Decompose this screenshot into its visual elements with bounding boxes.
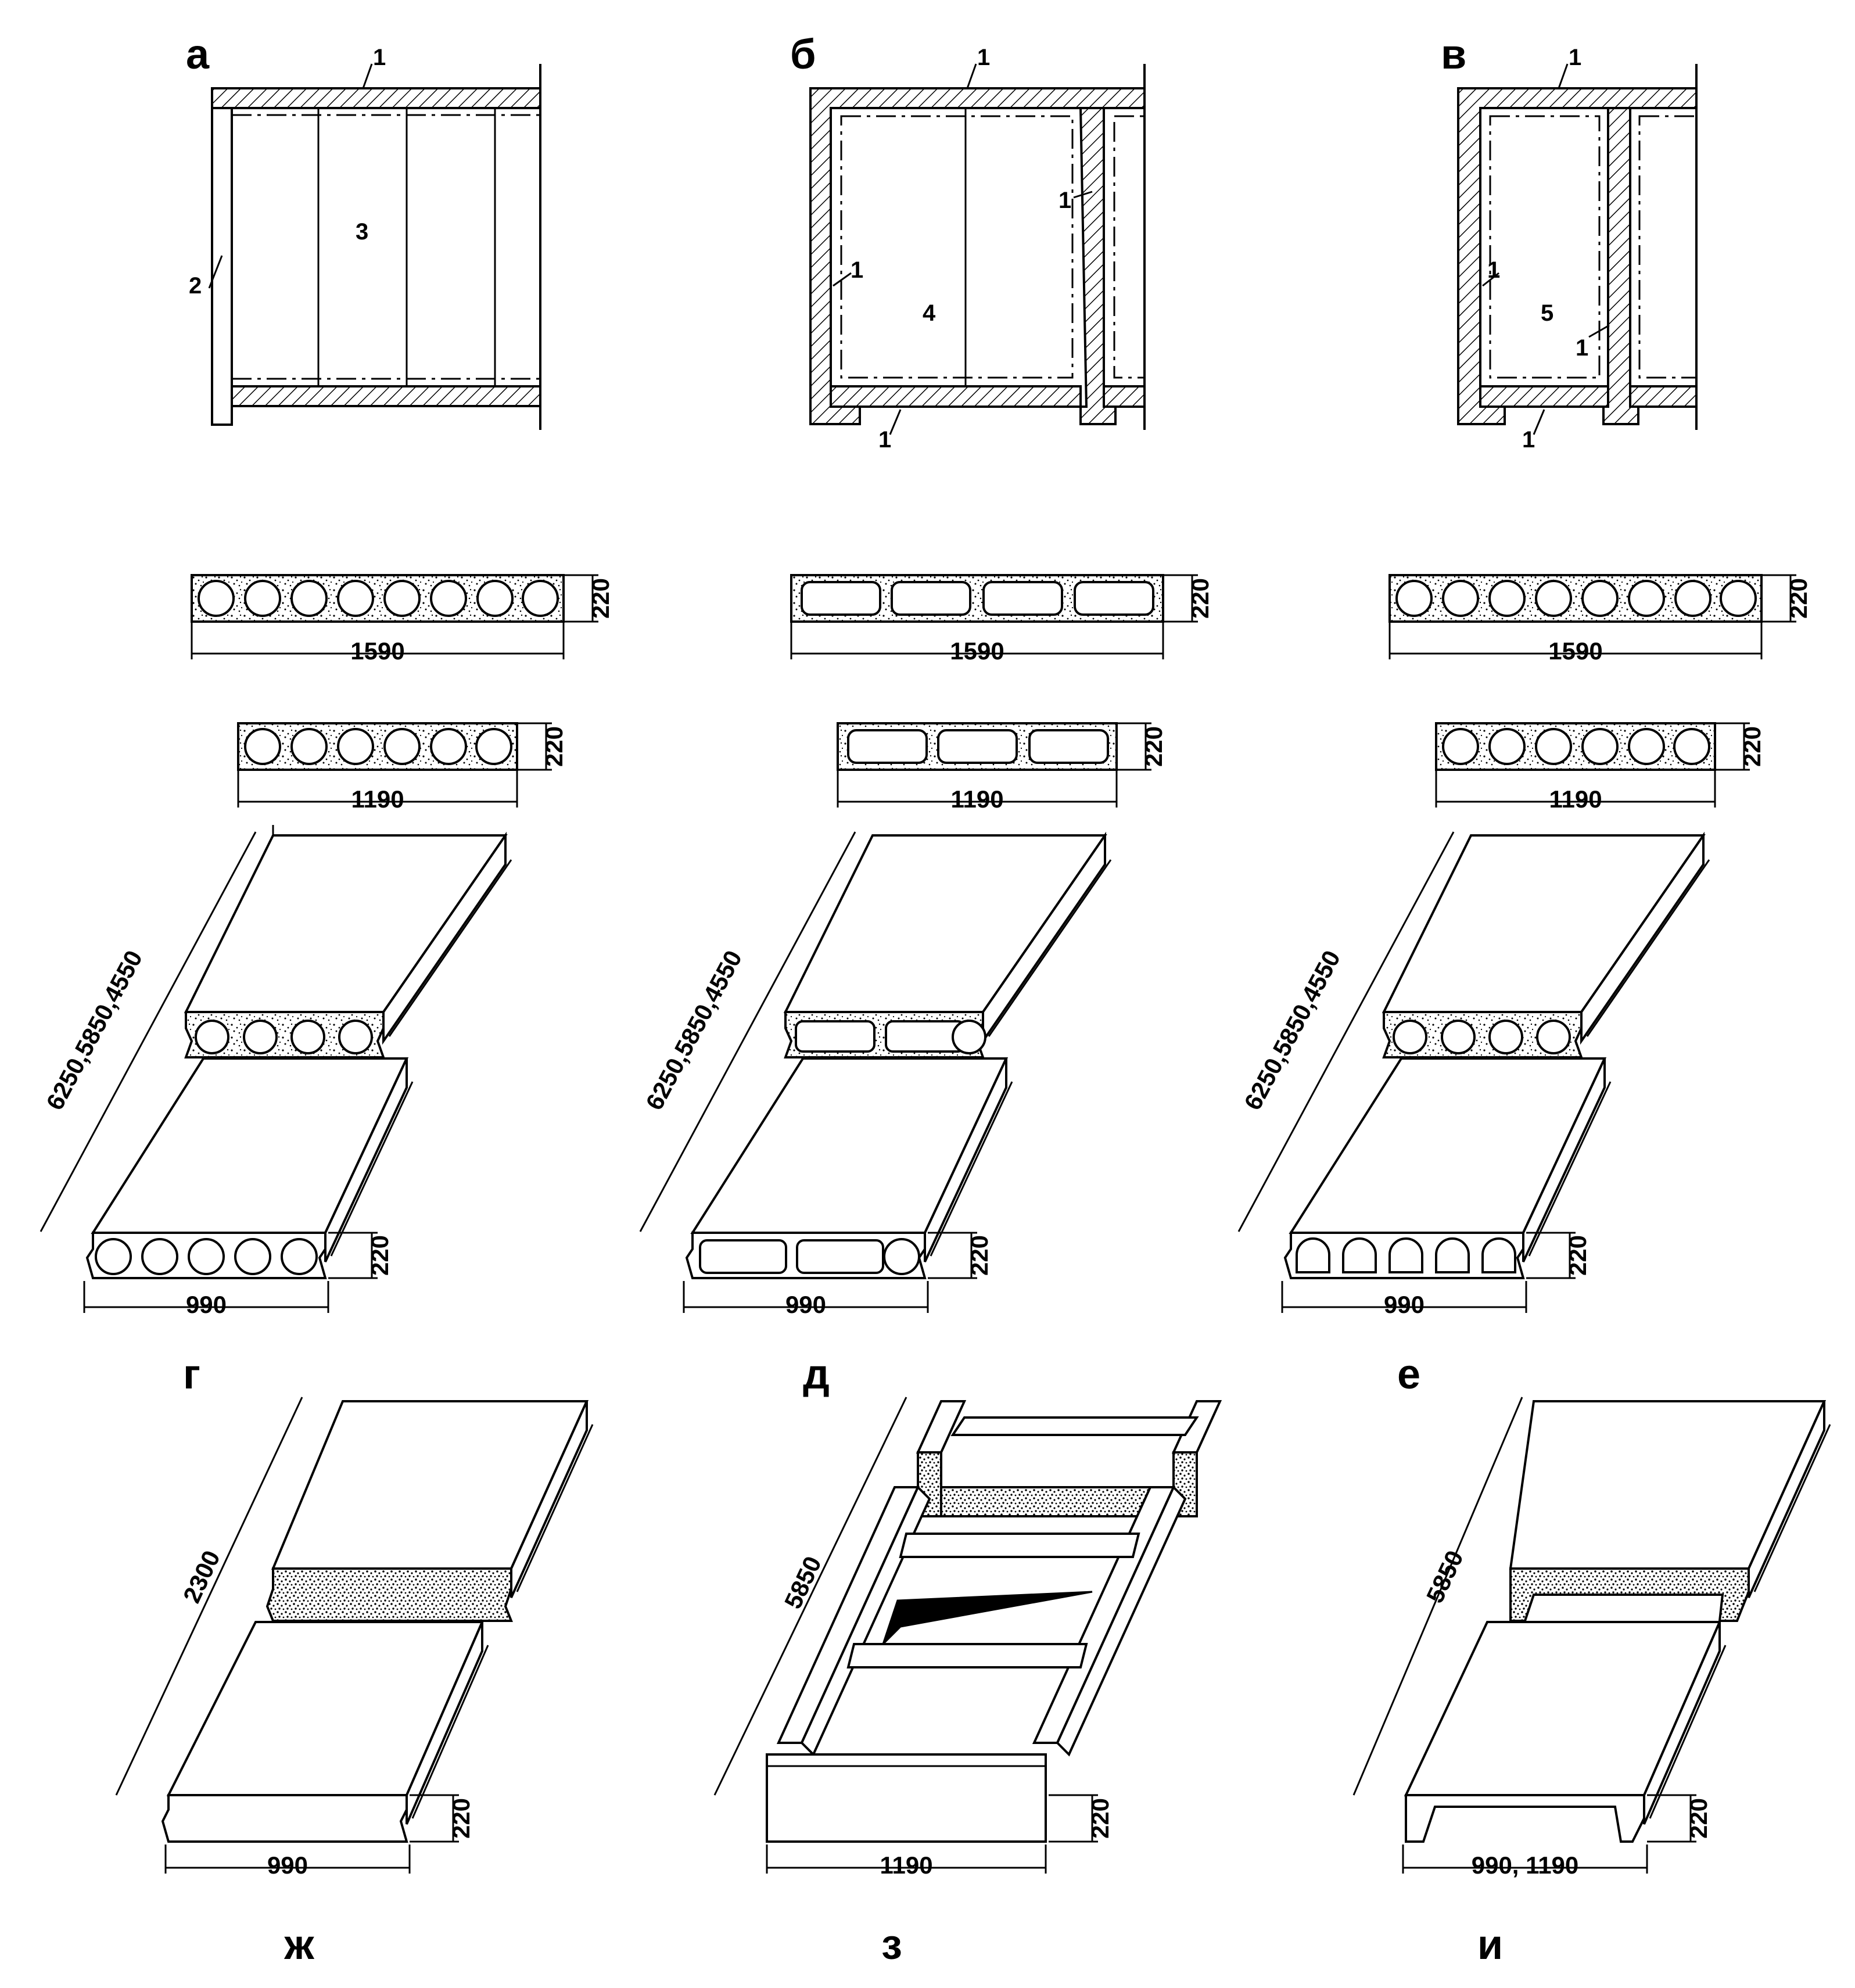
dimension-height: 220 bbox=[1564, 1235, 1591, 1276]
label-wall-left: 1 bbox=[1487, 257, 1500, 283]
dimension-width: 990 bbox=[785, 1291, 826, 1318]
label-wall-bottom: 1 bbox=[1522, 427, 1535, 453]
dimension-height: 220 bbox=[1086, 1798, 1114, 1839]
wall-top bbox=[211, 87, 541, 109]
dimension-width: 1190 bbox=[1549, 785, 1602, 813]
isometric-ribbed-slab-z: 5850 1190 220 з bbox=[713, 1397, 1222, 1968]
dimension-height: 220 bbox=[1186, 578, 1214, 619]
dimension-length: 5850 bbox=[779, 1552, 827, 1613]
section-b-wide: 1590 220 bbox=[790, 574, 1214, 665]
section-c-wide: 1590 220 bbox=[1388, 574, 1812, 665]
dimension-length: 6250,5850,4550 bbox=[1239, 946, 1345, 1114]
label-slab: 3 bbox=[356, 219, 368, 245]
dimension-width: 990 bbox=[1384, 1291, 1425, 1318]
dimension-height: 220 bbox=[1140, 726, 1167, 767]
dimension-width: 1590 bbox=[1548, 637, 1602, 665]
plan-letter: б bbox=[790, 31, 816, 78]
dimension-length: 5850 bbox=[1421, 1546, 1469, 1607]
dimension-width: 1190 bbox=[880, 1851, 932, 1879]
section-a-wide: 1590 220 bbox=[191, 574, 614, 665]
label-slab: 5 bbox=[1541, 300, 1553, 326]
figure-letter: ж bbox=[284, 1922, 314, 1968]
label-wall-top: 1 bbox=[373, 45, 386, 70]
figure-letter: е bbox=[1397, 1351, 1420, 1398]
figure-letter: д bbox=[803, 1351, 830, 1398]
plan-b: б 1 1 1 4 1 bbox=[790, 31, 1146, 453]
label-slab: 4 bbox=[923, 300, 936, 326]
label-wall-bottom: 1 bbox=[878, 427, 891, 453]
dimension-length: 6250,5850,4550 bbox=[640, 946, 747, 1114]
dimension-width: 990 bbox=[267, 1851, 308, 1879]
label-wall-left: 1 bbox=[851, 257, 863, 283]
isometric-channel-slab-i: 5850 990, 1190 220 и bbox=[1352, 1397, 1831, 1968]
dimension-width: 1190 bbox=[950, 785, 1003, 813]
plan-a: а 1 2 3 bbox=[186, 31, 541, 430]
figure-letter: и bbox=[1477, 1922, 1503, 1968]
dimension-width: 990, 1190 bbox=[1472, 1851, 1579, 1879]
dimension-height: 220 bbox=[587, 578, 614, 619]
dimension-height: 220 bbox=[1785, 578, 1812, 619]
figure-letter: г bbox=[183, 1351, 200, 1398]
plan-letter: в bbox=[1441, 31, 1466, 78]
label-wall-top: 1 bbox=[1569, 45, 1581, 70]
dimension-width: 1590 bbox=[350, 637, 404, 665]
section-c-narrow: 1190 220 bbox=[1435, 722, 1766, 813]
section-b-narrow: 1190 220 bbox=[837, 722, 1167, 813]
label-wall-right: 1 bbox=[1576, 335, 1588, 361]
isometric-slab-zh: 2300 990 220 ж bbox=[115, 1397, 594, 1968]
wall-left bbox=[211, 107, 233, 426]
label-wall-left: 2 bbox=[189, 273, 202, 299]
dimension-height: 220 bbox=[1738, 726, 1766, 767]
section-a-narrow: 1190 220 bbox=[237, 722, 568, 813]
dimension-height: 220 bbox=[540, 726, 568, 767]
wall-bottom bbox=[211, 385, 541, 407]
isometric-slab-g: 6250,5850,4550 990 220 г bbox=[40, 825, 512, 1398]
plan-c: в 1 1 5 1 1 bbox=[1441, 31, 1698, 453]
dimension-width: 990 bbox=[186, 1291, 227, 1318]
dimension-width: 1190 bbox=[351, 785, 404, 813]
isometric-slab-e: 6250,5850,4550 990 220 е bbox=[1237, 831, 1710, 1398]
label-wall-right: 1 bbox=[1059, 188, 1071, 213]
isometric-slab-d: 6250,5850,4550 990 220 д bbox=[639, 831, 1112, 1398]
dimension-height: 220 bbox=[966, 1235, 993, 1276]
dimension-height: 220 bbox=[366, 1235, 393, 1276]
figure-letter: з bbox=[881, 1922, 902, 1968]
dimension-length: 6250,5850,4550 bbox=[41, 946, 148, 1114]
dimension-width: 1590 bbox=[950, 637, 1004, 665]
label-wall-top: 1 bbox=[977, 45, 990, 70]
dimension-height: 220 bbox=[447, 1798, 475, 1839]
plan-letter: а bbox=[186, 31, 210, 78]
dimension-height: 220 bbox=[1685, 1798, 1712, 1839]
